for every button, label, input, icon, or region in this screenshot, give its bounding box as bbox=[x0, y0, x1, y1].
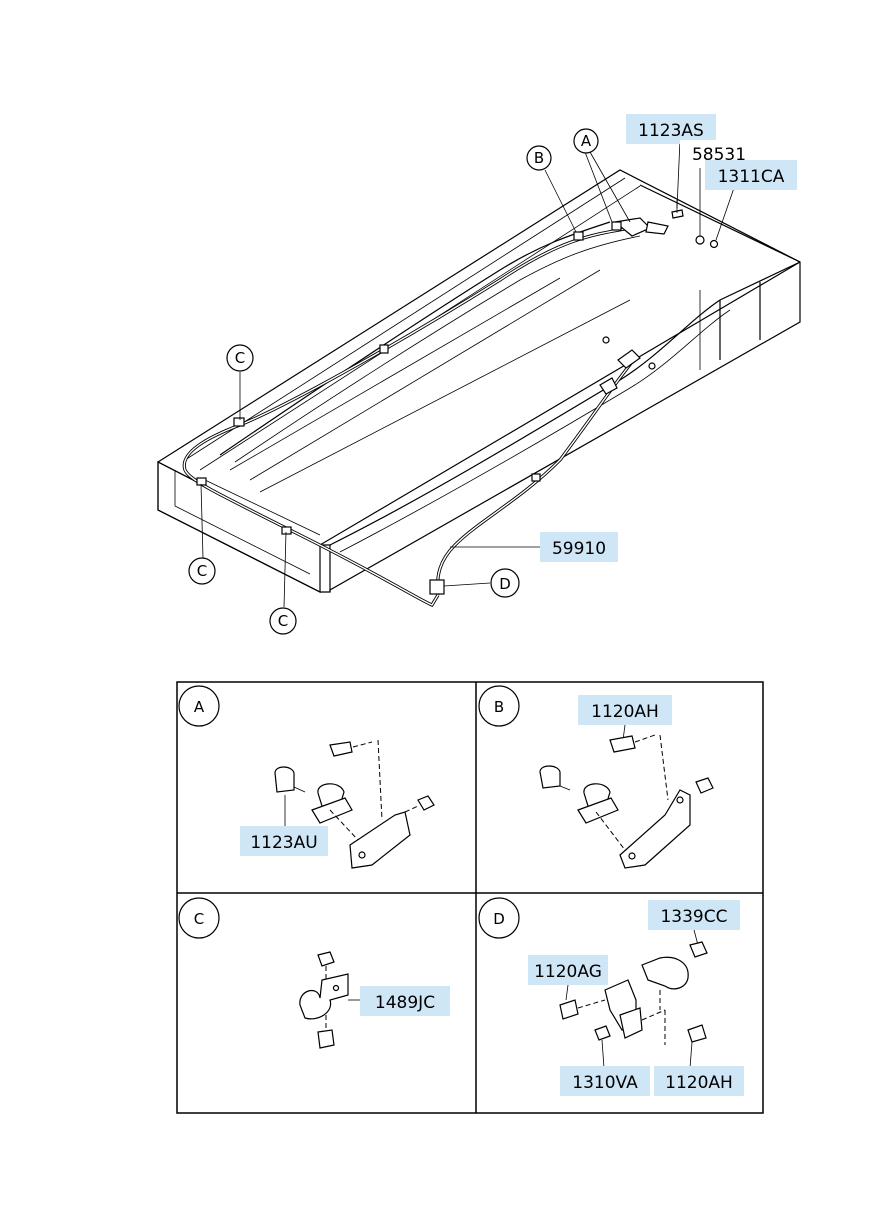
cable-joint bbox=[379, 344, 389, 354]
label-1123AU-text: 1123AU bbox=[250, 833, 317, 853]
main-leaders bbox=[200, 139, 736, 608]
label-1339CC-text: 1339CC bbox=[660, 907, 727, 927]
svg-text:D: D bbox=[493, 910, 505, 928]
label-1120AH-b-text: 1120AH bbox=[591, 702, 659, 722]
label-1120AH-d-text: 1120AH bbox=[665, 1073, 733, 1093]
detail-panel-a: A 1123AU bbox=[178, 685, 435, 869]
panel-c-callout: C bbox=[178, 897, 220, 939]
detail-grid bbox=[176, 681, 764, 1114]
cable-clip-c3 bbox=[281, 526, 292, 535]
callout-c-upper: C bbox=[226, 344, 254, 372]
panel-a-callout: A bbox=[178, 685, 220, 727]
cable-bracket-d bbox=[429, 579, 445, 595]
panel-b-callout: B bbox=[478, 685, 520, 727]
label-1123AS-text: 1123AS bbox=[638, 121, 704, 141]
label-59910-text: 59910 bbox=[552, 539, 606, 559]
svg-text:B: B bbox=[494, 698, 504, 716]
callout-a: A bbox=[573, 128, 599, 154]
vehicle-floor-tunnel bbox=[157, 169, 801, 593]
svg-text:C: C bbox=[278, 612, 288, 630]
svg-text:D: D bbox=[499, 575, 511, 593]
label-1489JC-text: 1489JC bbox=[375, 993, 435, 1013]
svg-text:C: C bbox=[235, 349, 245, 367]
svg-text:C: C bbox=[194, 910, 204, 928]
panel-d-callout: D bbox=[478, 897, 520, 939]
label-59910: 59910 bbox=[540, 532, 618, 562]
front-hardware bbox=[602, 200, 719, 370]
detail-panel-d: D 1339CC 1120AG 1310VA 1120AH bbox=[478, 897, 744, 1096]
cable-guide bbox=[531, 473, 541, 482]
label-1310VA-text: 1310VA bbox=[572, 1073, 638, 1093]
label-1120AG-text: 1120AG bbox=[534, 962, 602, 982]
detail-panel-b: B 1120AH bbox=[478, 685, 714, 869]
brake-cable-59910 bbox=[182, 217, 669, 608]
svg-text:C: C bbox=[197, 562, 207, 580]
detail-panel-c: C 1489JC bbox=[178, 897, 450, 1049]
cable-clip-a bbox=[611, 221, 622, 231]
callout-d: D bbox=[490, 568, 520, 598]
cable-clip-b bbox=[573, 231, 584, 241]
cable-clip-c2 bbox=[196, 477, 207, 486]
cable-clip-c1 bbox=[233, 417, 245, 427]
svg-text:A: A bbox=[194, 698, 205, 716]
svg-text:B: B bbox=[534, 149, 544, 167]
label-1123AS: 1123AS bbox=[626, 114, 716, 144]
label-1311CA: 1311CA bbox=[705, 160, 797, 190]
callout-c-bottom: C bbox=[269, 607, 297, 635]
callout-c-left: C bbox=[188, 557, 216, 585]
label-1311CA-text: 1311CA bbox=[718, 167, 785, 187]
svg-text:A: A bbox=[581, 132, 592, 150]
callout-b: B bbox=[526, 145, 552, 171]
